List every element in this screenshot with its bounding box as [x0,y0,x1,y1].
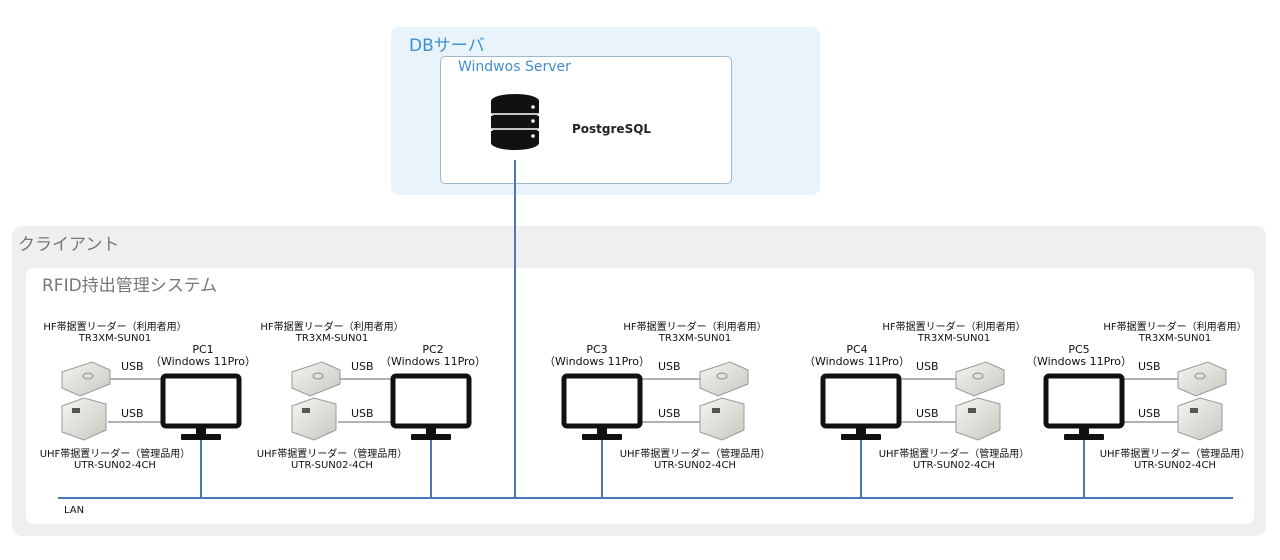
client-zone-label: クライアント [18,235,120,255]
uhf-reader-model: UTR-SUN02-4CH [1134,460,1216,471]
uhf-reader-name: UHF帯据置リーダー（管理品用） [878,449,1030,460]
pc2-os: （Windows 11Pro） [379,355,487,368]
usb-label: USB [1138,360,1161,373]
pc4-os: （Windows 11Pro） [803,355,911,368]
hf-reader-icon-pc4 [955,361,1005,397]
hf-reader-model: TR3XM-SUN01 [78,333,152,344]
windows-server-box: Windwos Server [440,56,732,184]
hf-reader-name: HF帯据置リーダー（利用者用） [260,322,404,333]
pc4-label: PC4 （Windows 11Pro） [800,344,914,368]
usb-label: USB [916,360,939,373]
pc1-os: （Windows 11Pro） [149,355,257,368]
uhf-reader-name: UHF帯据置リーダー（管理品用） [256,449,408,460]
hf-reader-name: HF帯据置リーダー（利用者用） [882,322,1026,333]
uhf-reader-name: UHF帯据置リーダー（管理品用） [39,449,191,460]
uhf-reader-icon-pc3 [699,397,745,441]
pc1-monitor-icon [160,373,242,440]
uhf-reader-icon-pc5 [1177,397,1223,441]
pc5-name: PC5 [1068,343,1090,356]
usb-label: USB [121,360,144,373]
uhf-reader-name: UHF帯据置リーダー（管理品用） [1099,449,1251,460]
uhf-reader-name: UHF帯据置リーダー（管理品用） [619,449,771,460]
pc3-label: PC3 （Windows 11Pro） [540,344,654,368]
hf-reader-label-pc4: HF帯据置リーダー（利用者用） TR3XM-SUN01 [869,322,1039,344]
windows-server-label: Windwos Server [458,59,571,75]
hf-reader-model: TR3XM-SUN01 [658,333,732,344]
usb-label: USB [658,360,681,373]
uhf-reader-icon-pc1 [61,397,107,441]
pc5-monitor-icon [1043,373,1125,440]
lan-label: LAN [64,505,85,516]
uhf-reader-model: UTR-SUN02-4CH [74,460,156,471]
pc1-name: PC1 [192,343,214,356]
usb-label: USB [351,360,374,373]
hf-reader-icon-pc1 [61,361,111,397]
uhf-reader-label-pc4: UHF帯据置リーダー（管理品用） UTR-SUN02-4CH [864,449,1044,471]
hf-reader-icon-pc5 [1177,361,1227,397]
usb-label: USB [121,407,144,420]
uhf-reader-model: UTR-SUN02-4CH [913,460,995,471]
uhf-reader-model: UTR-SUN02-4CH [291,460,373,471]
uhf-reader-label-pc1: UHF帯据置リーダー（管理品用） UTR-SUN02-4CH [25,449,205,471]
rfid-system-label: RFID持出管理システム [42,276,218,296]
pc2-label: PC2 （Windows 11Pro） [376,344,490,368]
pc5-label: PC5 （Windows 11Pro） [1022,344,1136,368]
uhf-reader-label-pc5: UHF帯据置リーダー（管理品用） UTR-SUN02-4CH [1085,449,1265,471]
db-server-zone-label: DBサーバ [409,36,485,56]
postgresql-label: PostgreSQL [572,122,652,136]
hf-reader-model: TR3XM-SUN01 [917,333,991,344]
uhf-reader-label-pc3: UHF帯据置リーダー（管理品用） UTR-SUN02-4CH [605,449,785,471]
pc2-name: PC2 [422,343,444,356]
hf-reader-name: HF帯据置リーダー（利用者用） [43,322,187,333]
uhf-reader-icon-pc4 [955,397,1001,441]
uhf-reader-model: UTR-SUN02-4CH [654,460,736,471]
hf-reader-icon-pc3 [699,361,749,397]
uhf-reader-label-pc2: UHF帯据置リーダー（管理品用） UTR-SUN02-4CH [242,449,422,471]
pc3-name: PC3 [586,343,608,356]
usb-label: USB [658,407,681,420]
usb-label: USB [351,407,374,420]
pc3-monitor-icon [561,373,643,440]
hf-reader-label-pc3: HF帯据置リーダー（利用者用） TR3XM-SUN01 [610,322,780,344]
hf-reader-model: TR3XM-SUN01 [1138,333,1212,344]
hf-reader-label-pc2: HF帯据置リーダー（利用者用） TR3XM-SUN01 [247,322,417,344]
pc5-os: （Windows 11Pro） [1025,355,1133,368]
usb-label: USB [1138,407,1161,420]
usb-label: USB [916,407,939,420]
pc4-monitor-icon [820,373,902,440]
pc1-label: PC1 （Windows 11Pro） [146,344,260,368]
pc4-name: PC4 [846,343,868,356]
uhf-reader-icon-pc2 [291,397,337,441]
pc2-monitor-icon [390,373,472,440]
hf-reader-icon-pc2 [291,361,341,397]
hf-reader-label-pc1: HF帯据置リーダー（利用者用） TR3XM-SUN01 [30,322,200,344]
pc3-os: （Windows 11Pro） [543,355,651,368]
database-icon [491,94,539,150]
hf-reader-model: TR3XM-SUN01 [295,333,369,344]
hf-reader-name: HF帯据置リーダー（利用者用） [1103,322,1247,333]
hf-reader-name: HF帯据置リーダー（利用者用） [623,322,767,333]
hf-reader-label-pc5: HF帯据置リーダー（利用者用） TR3XM-SUN01 [1090,322,1260,344]
